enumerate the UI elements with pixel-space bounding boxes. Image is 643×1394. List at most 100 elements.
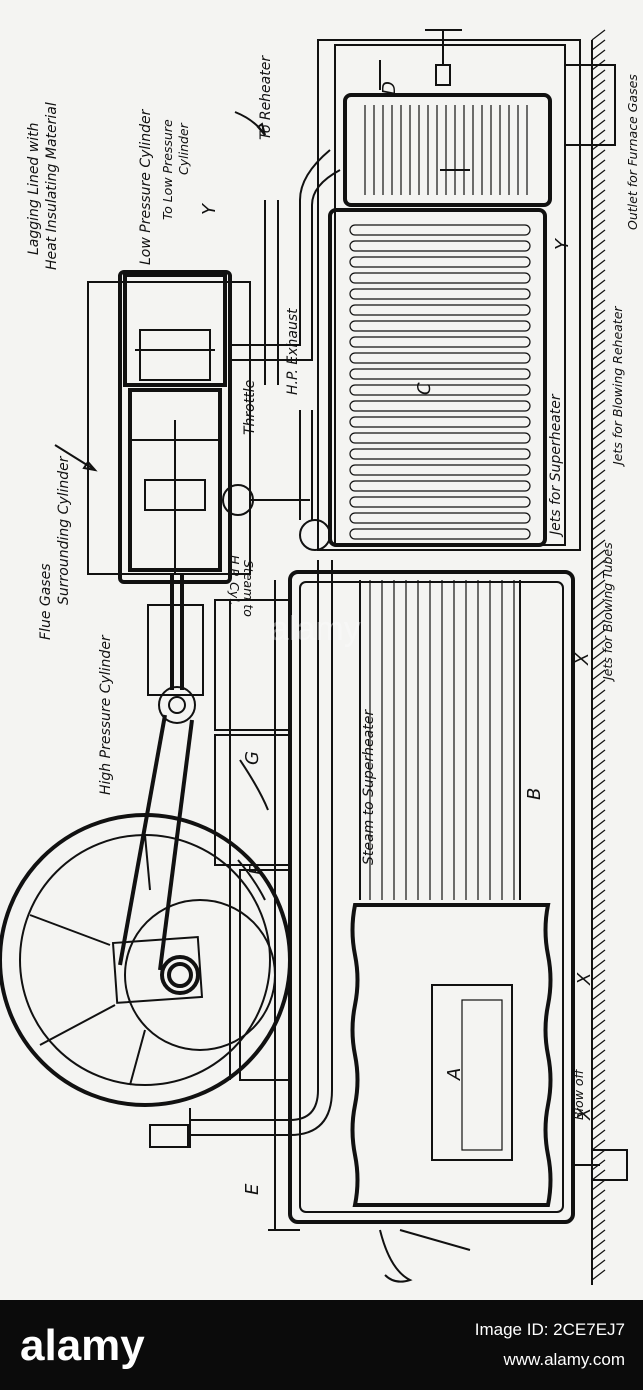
hatch-line bbox=[591, 89, 606, 101]
letter-f: F bbox=[246, 864, 267, 875]
hatch-line bbox=[591, 579, 606, 591]
hatch-line bbox=[591, 39, 606, 51]
hatch-line bbox=[591, 989, 606, 1001]
hatch-line bbox=[591, 1069, 606, 1081]
superheater-coil bbox=[349, 528, 531, 540]
hatch-line bbox=[591, 649, 606, 661]
hatch-line bbox=[591, 609, 606, 621]
hatch-line bbox=[591, 639, 606, 651]
furnace-a bbox=[350, 903, 553, 1207]
superheater-coil bbox=[349, 240, 531, 252]
hatch-line bbox=[591, 79, 606, 91]
hatch-line bbox=[591, 1079, 606, 1091]
hatch-line bbox=[591, 999, 606, 1011]
hatch-line bbox=[591, 289, 606, 301]
superheater-coil bbox=[349, 304, 531, 316]
hatch-line bbox=[591, 129, 606, 141]
hatch-line bbox=[591, 359, 606, 371]
hatch-line bbox=[591, 379, 606, 391]
hatch-line bbox=[591, 1019, 606, 1031]
hatch-line bbox=[591, 819, 606, 831]
label-lagging-1: Lagging Lined with bbox=[26, 123, 42, 255]
label-outlet-furnace: Outlet for Furnace Gases bbox=[625, 74, 640, 230]
superheater-coil bbox=[349, 272, 531, 284]
superheater-coil bbox=[349, 512, 531, 524]
letter-c: C bbox=[414, 382, 435, 395]
hatch-line bbox=[591, 429, 606, 441]
watermark-footer: alamy Image ID: 2CE7EJ7 www.alamy.com bbox=[0, 1300, 643, 1390]
hatch-line bbox=[591, 799, 606, 811]
hatch-line bbox=[591, 1009, 606, 1021]
hatch-line bbox=[591, 1209, 606, 1221]
hatch-line bbox=[591, 519, 606, 531]
hatch-line bbox=[591, 1189, 606, 1201]
hatch-line bbox=[591, 469, 606, 481]
superheater-coil bbox=[349, 320, 531, 332]
superheater-coil bbox=[349, 288, 531, 300]
hatch-line bbox=[591, 529, 606, 541]
hatch-line bbox=[591, 1149, 606, 1161]
label-steam-to-superheater: Steam to Superheater bbox=[361, 709, 377, 865]
blow-off-valve bbox=[575, 1149, 628, 1181]
flow-arrows bbox=[54, 60, 470, 901]
diagram-svg: Flue Gases Surrounding Cylinder Lagging … bbox=[0, 29, 640, 1285]
label-to-low-pressure-1: To Low Pressure bbox=[160, 119, 175, 220]
letter-x-3: X bbox=[574, 1107, 595, 1121]
hatch-line bbox=[591, 449, 606, 461]
hatch-line bbox=[591, 679, 606, 691]
hatch-line bbox=[591, 209, 606, 221]
hatch-line bbox=[591, 179, 606, 191]
superheater-coil bbox=[349, 448, 531, 460]
hatch-line bbox=[591, 119, 606, 131]
hatch-line bbox=[591, 879, 606, 891]
hatch-line bbox=[591, 1239, 606, 1251]
high-pressure-cylinder bbox=[128, 388, 222, 575]
hatch-line bbox=[591, 659, 606, 671]
hatch-line bbox=[591, 509, 606, 521]
cylinder-housing bbox=[87, 270, 251, 584]
label-to-low-pressure-2: Cylinder bbox=[176, 122, 191, 175]
hatch-line bbox=[591, 919, 606, 931]
hatch-line bbox=[591, 1099, 606, 1111]
hatch-line bbox=[591, 309, 606, 321]
superheater-c bbox=[328, 208, 547, 547]
label-jets-blowing-reheater: Jets for Blowing Reheater bbox=[610, 306, 625, 468]
hatch-line bbox=[591, 569, 606, 581]
letter-y-1: Y bbox=[199, 202, 220, 215]
hatch-line bbox=[591, 709, 606, 721]
superheater-coil bbox=[349, 368, 531, 380]
hatch-line bbox=[591, 969, 606, 981]
letter-d: D bbox=[379, 81, 400, 95]
superheater-steam-pipe bbox=[149, 560, 333, 1148]
hatch-line bbox=[591, 369, 606, 381]
superheater-coil bbox=[349, 496, 531, 508]
hatch-line bbox=[591, 839, 606, 851]
hatch-line bbox=[591, 689, 606, 701]
superheater-coil bbox=[349, 384, 531, 396]
hatch-line bbox=[591, 329, 606, 341]
hatch-line bbox=[591, 199, 606, 211]
hatch-line bbox=[591, 1269, 606, 1281]
flywheel bbox=[0, 813, 292, 1107]
label-jets-blowing-tubes: Jets for Blowing Tubes bbox=[600, 542, 615, 683]
hatch-line bbox=[591, 1179, 606, 1191]
hatch-line bbox=[591, 1089, 606, 1101]
valve-handwheel bbox=[425, 29, 462, 86]
superheater-coil bbox=[349, 256, 531, 268]
hatch-line bbox=[591, 539, 606, 551]
hatch-line bbox=[591, 909, 606, 921]
hatch-line bbox=[591, 829, 606, 841]
superheater-coil bbox=[349, 416, 531, 428]
watermark-overlay: alamy bbox=[270, 610, 361, 648]
hatch-line bbox=[591, 159, 606, 171]
hatch-line bbox=[591, 759, 606, 771]
letter-b: B bbox=[524, 788, 545, 800]
image-id: Image ID: 2CE7EJ7 bbox=[475, 1320, 625, 1339]
hatch-line bbox=[591, 29, 606, 41]
hatch-line bbox=[591, 1229, 606, 1241]
hatch-line bbox=[591, 1139, 606, 1151]
hatch-line bbox=[591, 489, 606, 501]
hatch-line bbox=[591, 1259, 606, 1271]
hatch-line bbox=[591, 339, 606, 351]
hatch-line bbox=[591, 1109, 606, 1121]
